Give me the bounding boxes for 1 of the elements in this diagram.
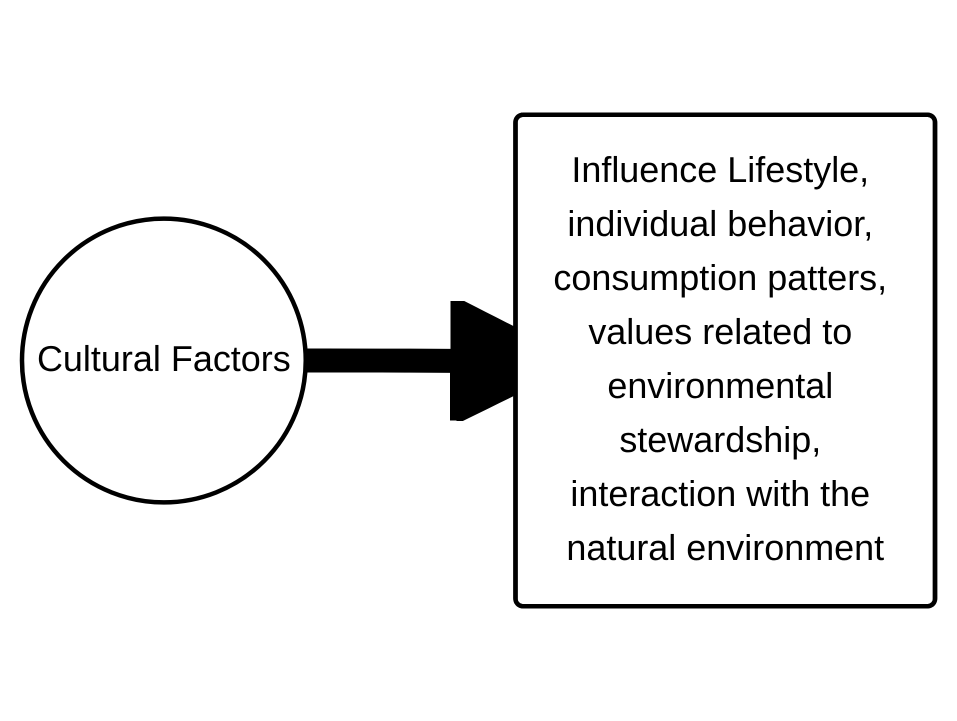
node-circle: Cultural Factors [20, 216, 308, 505]
